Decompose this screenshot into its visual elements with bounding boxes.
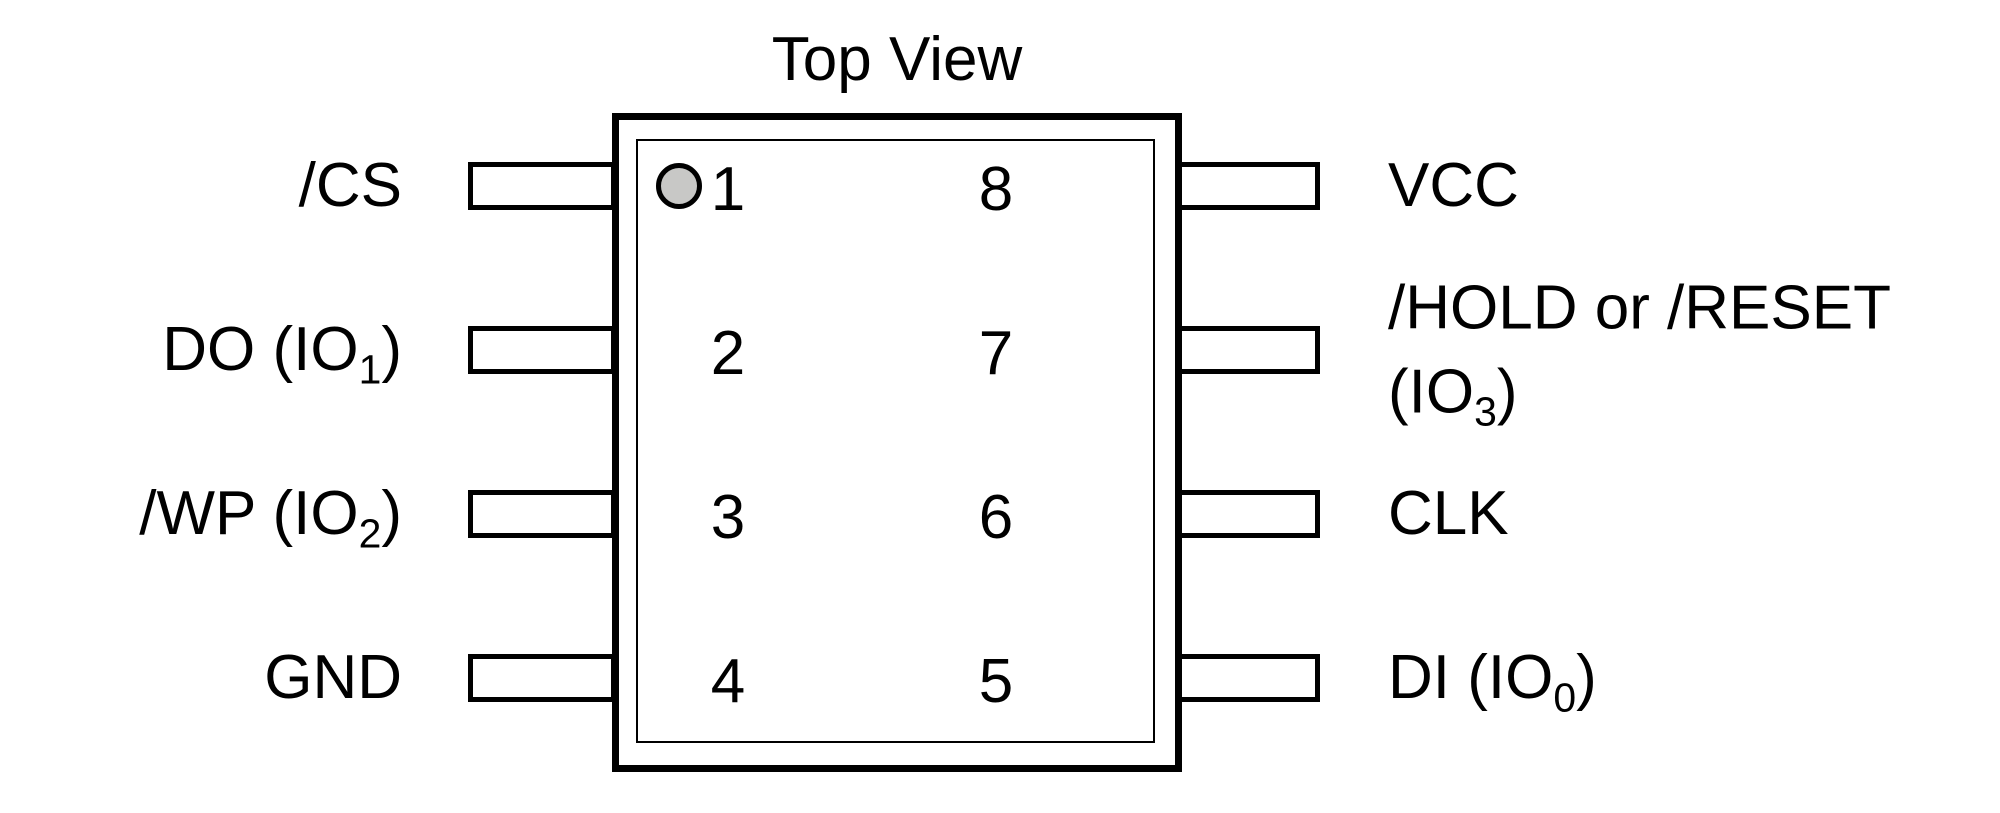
diagram-title: Top View (771, 25, 1023, 94)
pin-1-label: /CS (0, 144, 402, 228)
pin-3-number: 3 (710, 483, 746, 552)
pin-6-stub (1176, 490, 1320, 538)
pin-1-number: 1 (710, 155, 746, 224)
pin-4-label: GND (0, 636, 402, 720)
pin-6-label: CLK (1388, 472, 1509, 556)
pin-2-label: DO (IO1) (0, 308, 402, 392)
pin-4-stub (468, 654, 616, 702)
pin-4-number: 4 (710, 647, 746, 716)
pin-8-number: 8 (978, 155, 1014, 224)
pin-2-number: 2 (710, 319, 746, 388)
pin-7-number: 7 (978, 319, 1014, 388)
pin-8-stub (1176, 162, 1320, 210)
pin1-indicator-dot (656, 163, 702, 209)
pin-1-label-text: /CS (298, 151, 402, 221)
pin-5-number: 5 (978, 647, 1014, 716)
pin-8-label: VCC (1388, 144, 1519, 228)
pin-2-stub (468, 326, 616, 374)
pin-6-number: 6 (978, 483, 1014, 552)
pin-3-label: /WP (IO2) (0, 472, 402, 556)
pin-7-label-line-1: /HOLD or /RESET (1388, 273, 1891, 343)
pin-3-label-text: /WP (IO2) (139, 479, 402, 557)
pin-1-stub (468, 162, 616, 210)
chip-inner-outline (636, 139, 1155, 743)
pin-7-label-line-2: (IO3) (1388, 357, 1518, 435)
pin-3-stub (468, 490, 616, 538)
pin-5-label-text: DI (IO0) (1388, 643, 1597, 721)
pin-5-label: DI (IO0) (1388, 636, 1597, 720)
pin-7-label: /HOLD or /RESET (IO3) (1388, 266, 1891, 433)
pin-2-label-text: DO (IO1) (162, 315, 402, 393)
pin-4-label-text: GND (264, 643, 402, 713)
pin-7-stub (1176, 326, 1320, 374)
pin-8-label-text: VCC (1388, 151, 1519, 221)
pin-5-stub (1176, 654, 1320, 702)
pin-6-label-text: CLK (1388, 479, 1509, 549)
